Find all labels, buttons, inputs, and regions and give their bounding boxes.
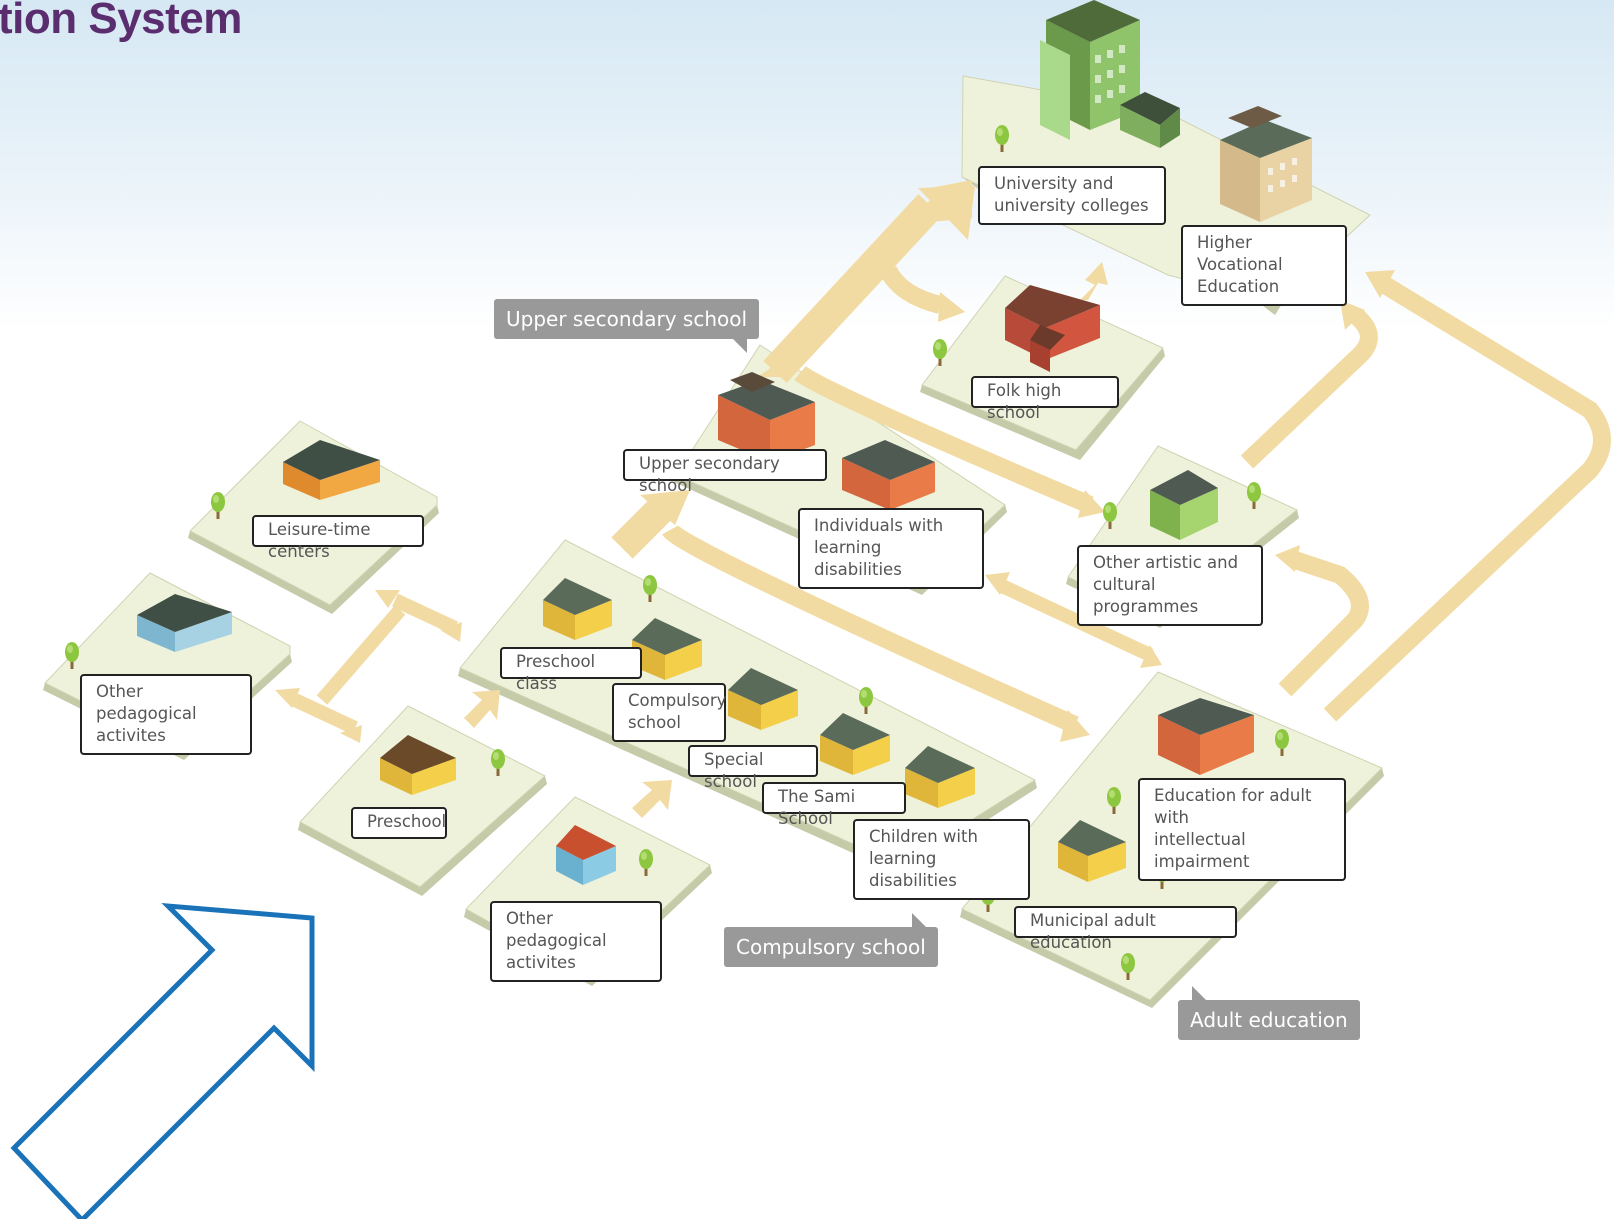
leisure-cross-path xyxy=(392,593,458,635)
other-pedagogical-left-label: Other pedagogical activites xyxy=(80,674,252,755)
vocational-arrowhead xyxy=(1340,300,1365,330)
preschool-class-building-icon xyxy=(543,578,612,640)
upper-secondary-building-icon xyxy=(718,372,815,462)
compulsory-to-adult-path xyxy=(662,524,1079,734)
start-arrow-icon xyxy=(10,902,315,1219)
special-school-building-icon xyxy=(728,668,798,730)
double-arrowhead-b xyxy=(1140,645,1162,668)
special-school-label: Special school xyxy=(688,745,818,791)
otherped-arrowhead xyxy=(275,688,300,708)
pathways xyxy=(275,180,1611,818)
children-ld-building-icon xyxy=(905,746,975,808)
university-arrowhead xyxy=(918,186,975,240)
vocational-arrowhead-2 xyxy=(1365,270,1395,298)
higher-vocational-building-icon xyxy=(1220,106,1312,222)
to-folk-high-path xyxy=(879,265,943,314)
preschool-arrowhead xyxy=(340,725,362,743)
section-compulsory: Compulsory school xyxy=(724,913,938,967)
university-label: University and university colleges xyxy=(978,166,1166,225)
sami-school-label: The Sami School xyxy=(762,782,906,828)
other-pedagogical-bottom-building-icon xyxy=(556,825,616,885)
leisure-arrowhead xyxy=(375,590,400,608)
folk-high-building-icon xyxy=(1005,285,1100,372)
preschool-label: Preschool xyxy=(351,807,447,839)
artistic-to-vocational-path xyxy=(1240,307,1378,469)
cross-arrowhead xyxy=(440,622,462,642)
adult-intellectual-label: Education for adult with intellectual im… xyxy=(1138,778,1346,881)
section-upper-secondary: Upper secondary school xyxy=(494,299,760,353)
page-title: tion System xyxy=(0,0,242,43)
buildings xyxy=(137,0,1312,885)
upper-to-university-trunk xyxy=(763,194,942,383)
individuals-ld-building-icon xyxy=(842,440,935,510)
artistic-arrowhead xyxy=(1078,490,1105,518)
upper-to-artistic-path xyxy=(794,365,1094,514)
municipal-adult-building-icon xyxy=(1058,820,1126,882)
individuals-ld-label: Individuals with learning disabilities xyxy=(798,508,984,589)
other-artistic-label: Other artistic and cultural programmes xyxy=(1077,545,1263,626)
individuals-adult-double-path xyxy=(997,578,1153,662)
otherped-preschool-path xyxy=(292,693,358,735)
upper-arrowhead xyxy=(640,490,690,525)
other-pedagogical-left-building-icon xyxy=(137,594,232,652)
adult-to-artistic-path xyxy=(1278,551,1369,697)
other-artistic-building-icon xyxy=(1150,470,1218,540)
preschool-to-compulsory-arrow xyxy=(464,690,500,728)
artistic-arrowhead-2 xyxy=(1275,545,1300,572)
university-building-icon xyxy=(1040,0,1180,148)
folk-high-label: Folk high school xyxy=(971,376,1119,422)
children-ld-label: Children with learning disabilities xyxy=(853,819,1030,900)
otherped-to-compulsory-arrow xyxy=(632,780,672,818)
preschool-building-icon xyxy=(380,735,456,795)
upper-secondary-label: Upper secondary school xyxy=(623,449,827,495)
adult-intellectual-building-icon xyxy=(1158,698,1254,775)
compulsory-label: Compulsory school xyxy=(612,683,726,742)
municipal-adult-label: Municipal adult education xyxy=(1014,906,1237,952)
other-pedagogical-bottom-label: Other pedagogical activites xyxy=(490,901,662,982)
leisure-label: Leisure-time centers xyxy=(252,515,424,561)
compulsory-to-upper-path xyxy=(611,499,671,559)
folk-to-university-arrow xyxy=(1080,262,1108,300)
preschool-class-label: Preschool class xyxy=(500,647,642,693)
folk-high-arrowhead xyxy=(938,292,965,322)
double-arrowhead-a xyxy=(985,572,1010,595)
sami-school-building-icon xyxy=(820,713,890,775)
leisure-preschool-path xyxy=(316,605,406,705)
leisure-building-icon xyxy=(283,440,380,500)
section-adult-education: Adult education xyxy=(1178,986,1360,1040)
adult-arrowhead-1 xyxy=(1060,710,1090,742)
higher-vocational-label: Higher Vocational Education xyxy=(1181,225,1347,306)
adult-to-vocational-loop xyxy=(1323,277,1611,722)
